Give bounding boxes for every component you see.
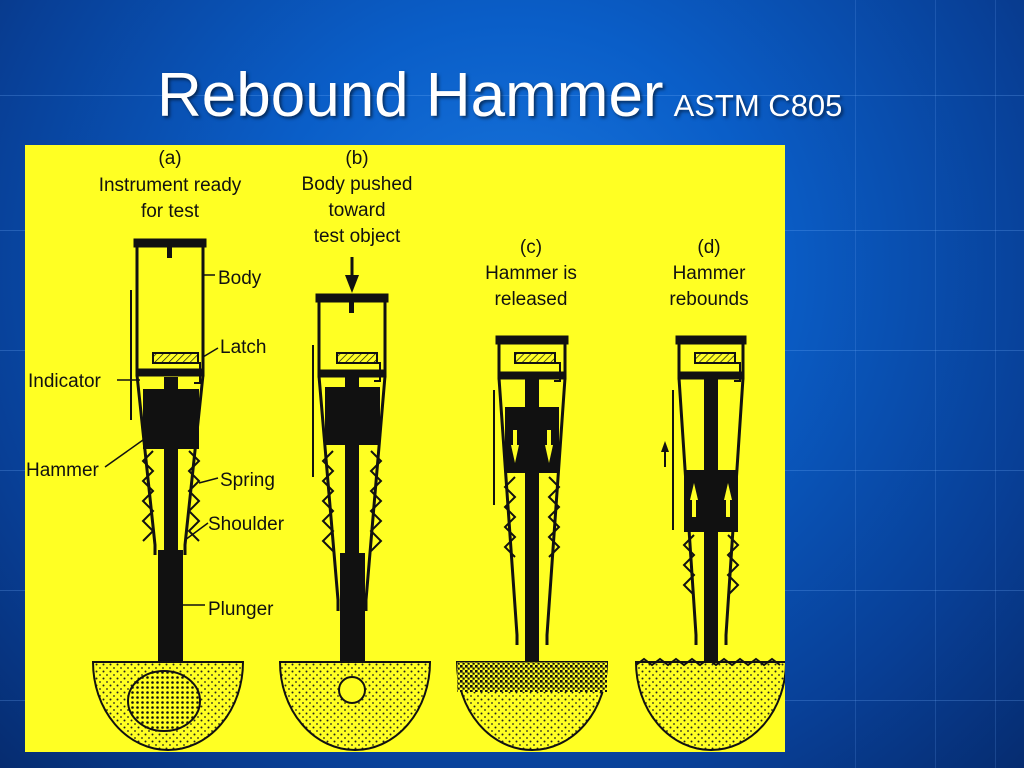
- label-body: Body: [218, 268, 262, 289]
- label-spring: Spring: [220, 470, 275, 491]
- caption-b-line-3: toward: [328, 200, 385, 221]
- test-object-b: [278, 661, 432, 751]
- caption-a-line-3: for test: [141, 201, 200, 222]
- caption-c-line-2: Hammer is: [485, 263, 577, 284]
- instrument-c: [493, 335, 569, 663]
- caption-d-line-1: (d): [697, 237, 720, 258]
- caption-c-line-1: (c): [520, 237, 542, 258]
- caption-b-line-4: test object: [314, 226, 401, 247]
- label-latch: Latch: [220, 337, 266, 358]
- caption-a: (a) Instrument ready for test: [99, 148, 242, 222]
- test-object-a: [91, 661, 245, 751]
- caption-c-line-3: released: [495, 289, 568, 310]
- slide-title: Rebound Hammer ASTM C805: [157, 60, 842, 131]
- label-shoulder: Shoulder: [208, 514, 285, 535]
- caption-d-line-3: rebounds: [669, 289, 748, 310]
- rebound-hammer-diagram: (a) Instrument ready for test (b) Body p…: [25, 145, 785, 752]
- test-object-c: [455, 661, 609, 751]
- label-hammer: Hammer: [26, 460, 100, 481]
- caption-c: (c) Hammer is released: [485, 237, 577, 310]
- caption-b-line-2: Body pushed: [302, 174, 413, 195]
- instrument-d: [661, 335, 747, 663]
- instrument-b: [312, 293, 389, 663]
- diagram-svg: (a) Instrument ready for test (b) Body p…: [26, 148, 785, 751]
- caption-d-line-2: Hammer: [673, 263, 747, 284]
- label-plunger: Plunger: [208, 599, 274, 620]
- label-indicator: Indicator: [28, 371, 102, 392]
- slide-title-main: Rebound Hammer: [157, 61, 664, 130]
- caption-a-line-1: (a): [158, 148, 181, 169]
- part-labels: Body Latch Indicator Hammer Spring Shoul…: [26, 268, 285, 620]
- slide-title-subtitle: ASTM C805: [673, 88, 843, 123]
- push-arrow-b: [345, 257, 359, 293]
- caption-b: (b) Body pushed toward test object: [302, 148, 413, 247]
- caption-a-line-2: Instrument ready: [99, 175, 242, 196]
- caption-d: (d) Hammer rebounds: [669, 237, 748, 310]
- caption-b-line-1: (b): [345, 148, 368, 169]
- test-object-d: [634, 657, 785, 751]
- leader-lines-a: [104, 274, 219, 606]
- instrument-a: [130, 238, 207, 662]
